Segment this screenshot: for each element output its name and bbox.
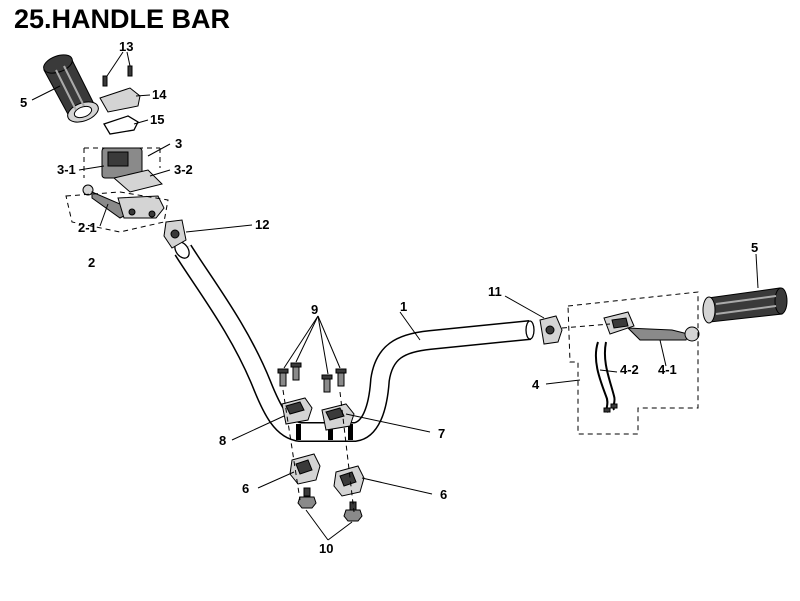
callout-3-1: 3-1 [57, 162, 76, 177]
callout-1: 1 [400, 299, 407, 314]
callout-8: 8 [219, 433, 226, 448]
right-grip [702, 287, 788, 324]
master-cylinder [101, 147, 163, 193]
callout-11: 11 [488, 284, 502, 299]
page-title: 25.HANDLE BAR [14, 4, 231, 34]
callout-2-1: 2-1 [78, 220, 97, 235]
throttle-housing-right [539, 315, 563, 345]
lower-clamp-right [333, 465, 365, 497]
brake-lever-left [82, 184, 165, 219]
callout-13: 13 [119, 39, 133, 54]
callout-14: 14 [152, 87, 167, 102]
left-grip [43, 54, 99, 123]
handlebar-tube [174, 241, 535, 442]
upper-clamp-left [281, 397, 313, 425]
lower-clamp-left [289, 453, 321, 485]
knurl-mark [296, 424, 301, 440]
callout-6-right: 6 [440, 487, 447, 502]
callout-10: 10 [319, 541, 333, 556]
master-cylinder-cover [99, 87, 141, 113]
callout-4-2: 4-2 [620, 362, 639, 377]
callout-9: 9 [311, 302, 318, 317]
callout-6-left: 6 [242, 481, 249, 496]
callout-3-2: 3-2 [174, 162, 193, 177]
lever-assembly-right [594, 311, 700, 413]
clamp-bolts [277, 362, 347, 393]
cover-gasket [103, 115, 139, 135]
upper-clamp-right [321, 403, 355, 431]
callout-15: 15 [150, 112, 164, 127]
callout-4: 4 [532, 377, 540, 392]
callout-5-left: 5 [20, 95, 27, 110]
callout-2: 2 [88, 255, 95, 270]
callout-12: 12 [255, 217, 269, 232]
knurl-mark [328, 424, 333, 440]
leader-lines [31, 51, 759, 541]
callout-3: 3 [175, 136, 182, 151]
callout-5-right: 5 [751, 240, 758, 255]
callout-4-1: 4-1 [658, 362, 677, 377]
callout-7: 7 [438, 426, 445, 441]
knurl-mark [348, 424, 353, 440]
bar-end-clamp [163, 219, 187, 249]
